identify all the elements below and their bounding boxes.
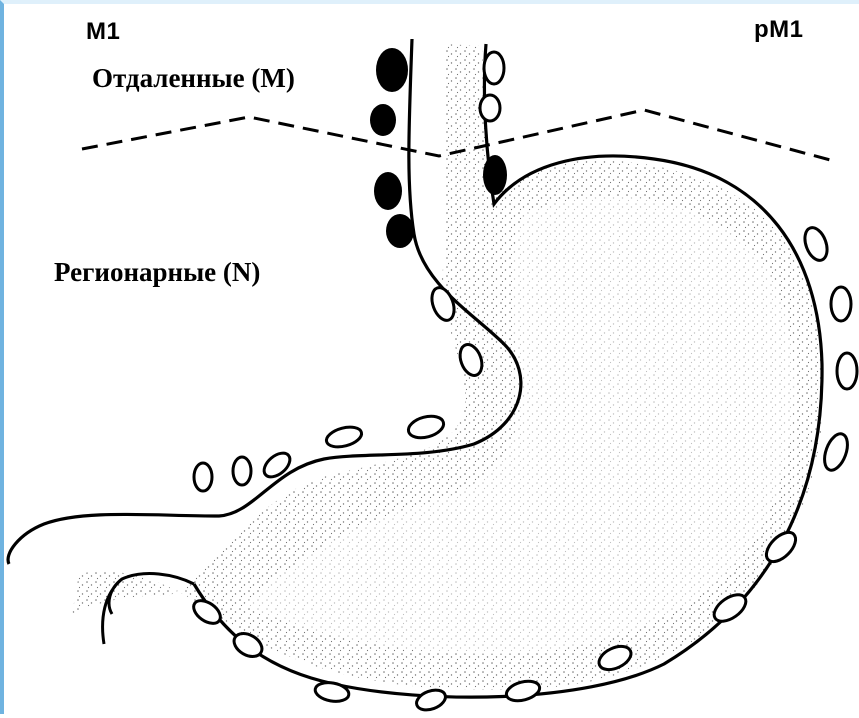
regional-node [233,457,251,485]
regional-nodes-label: Регионарные (N) [54,257,260,288]
regional-node [406,413,446,442]
regional-node [837,353,857,389]
regional-node [801,225,831,264]
regional-node [820,431,852,474]
regional-node [260,448,295,481]
regional-node [324,424,363,451]
regional-node [414,686,448,713]
m1-code-label: M1 [86,18,120,46]
stomach-diagram [4,4,859,718]
distant-node [386,214,414,248]
regional-node [194,463,212,491]
distant-node [370,104,396,136]
pm1-code-label: pM1 [754,16,804,44]
regional-node [484,52,504,84]
distant-nodes-label: Отдаленные (М) [92,63,295,94]
distant-node [374,172,402,210]
stomach-inner [244,196,794,654]
regional-node [831,287,851,321]
regional-node [480,95,500,121]
distant-node [376,48,408,92]
regional-node [314,680,351,704]
distant-node [483,155,507,195]
